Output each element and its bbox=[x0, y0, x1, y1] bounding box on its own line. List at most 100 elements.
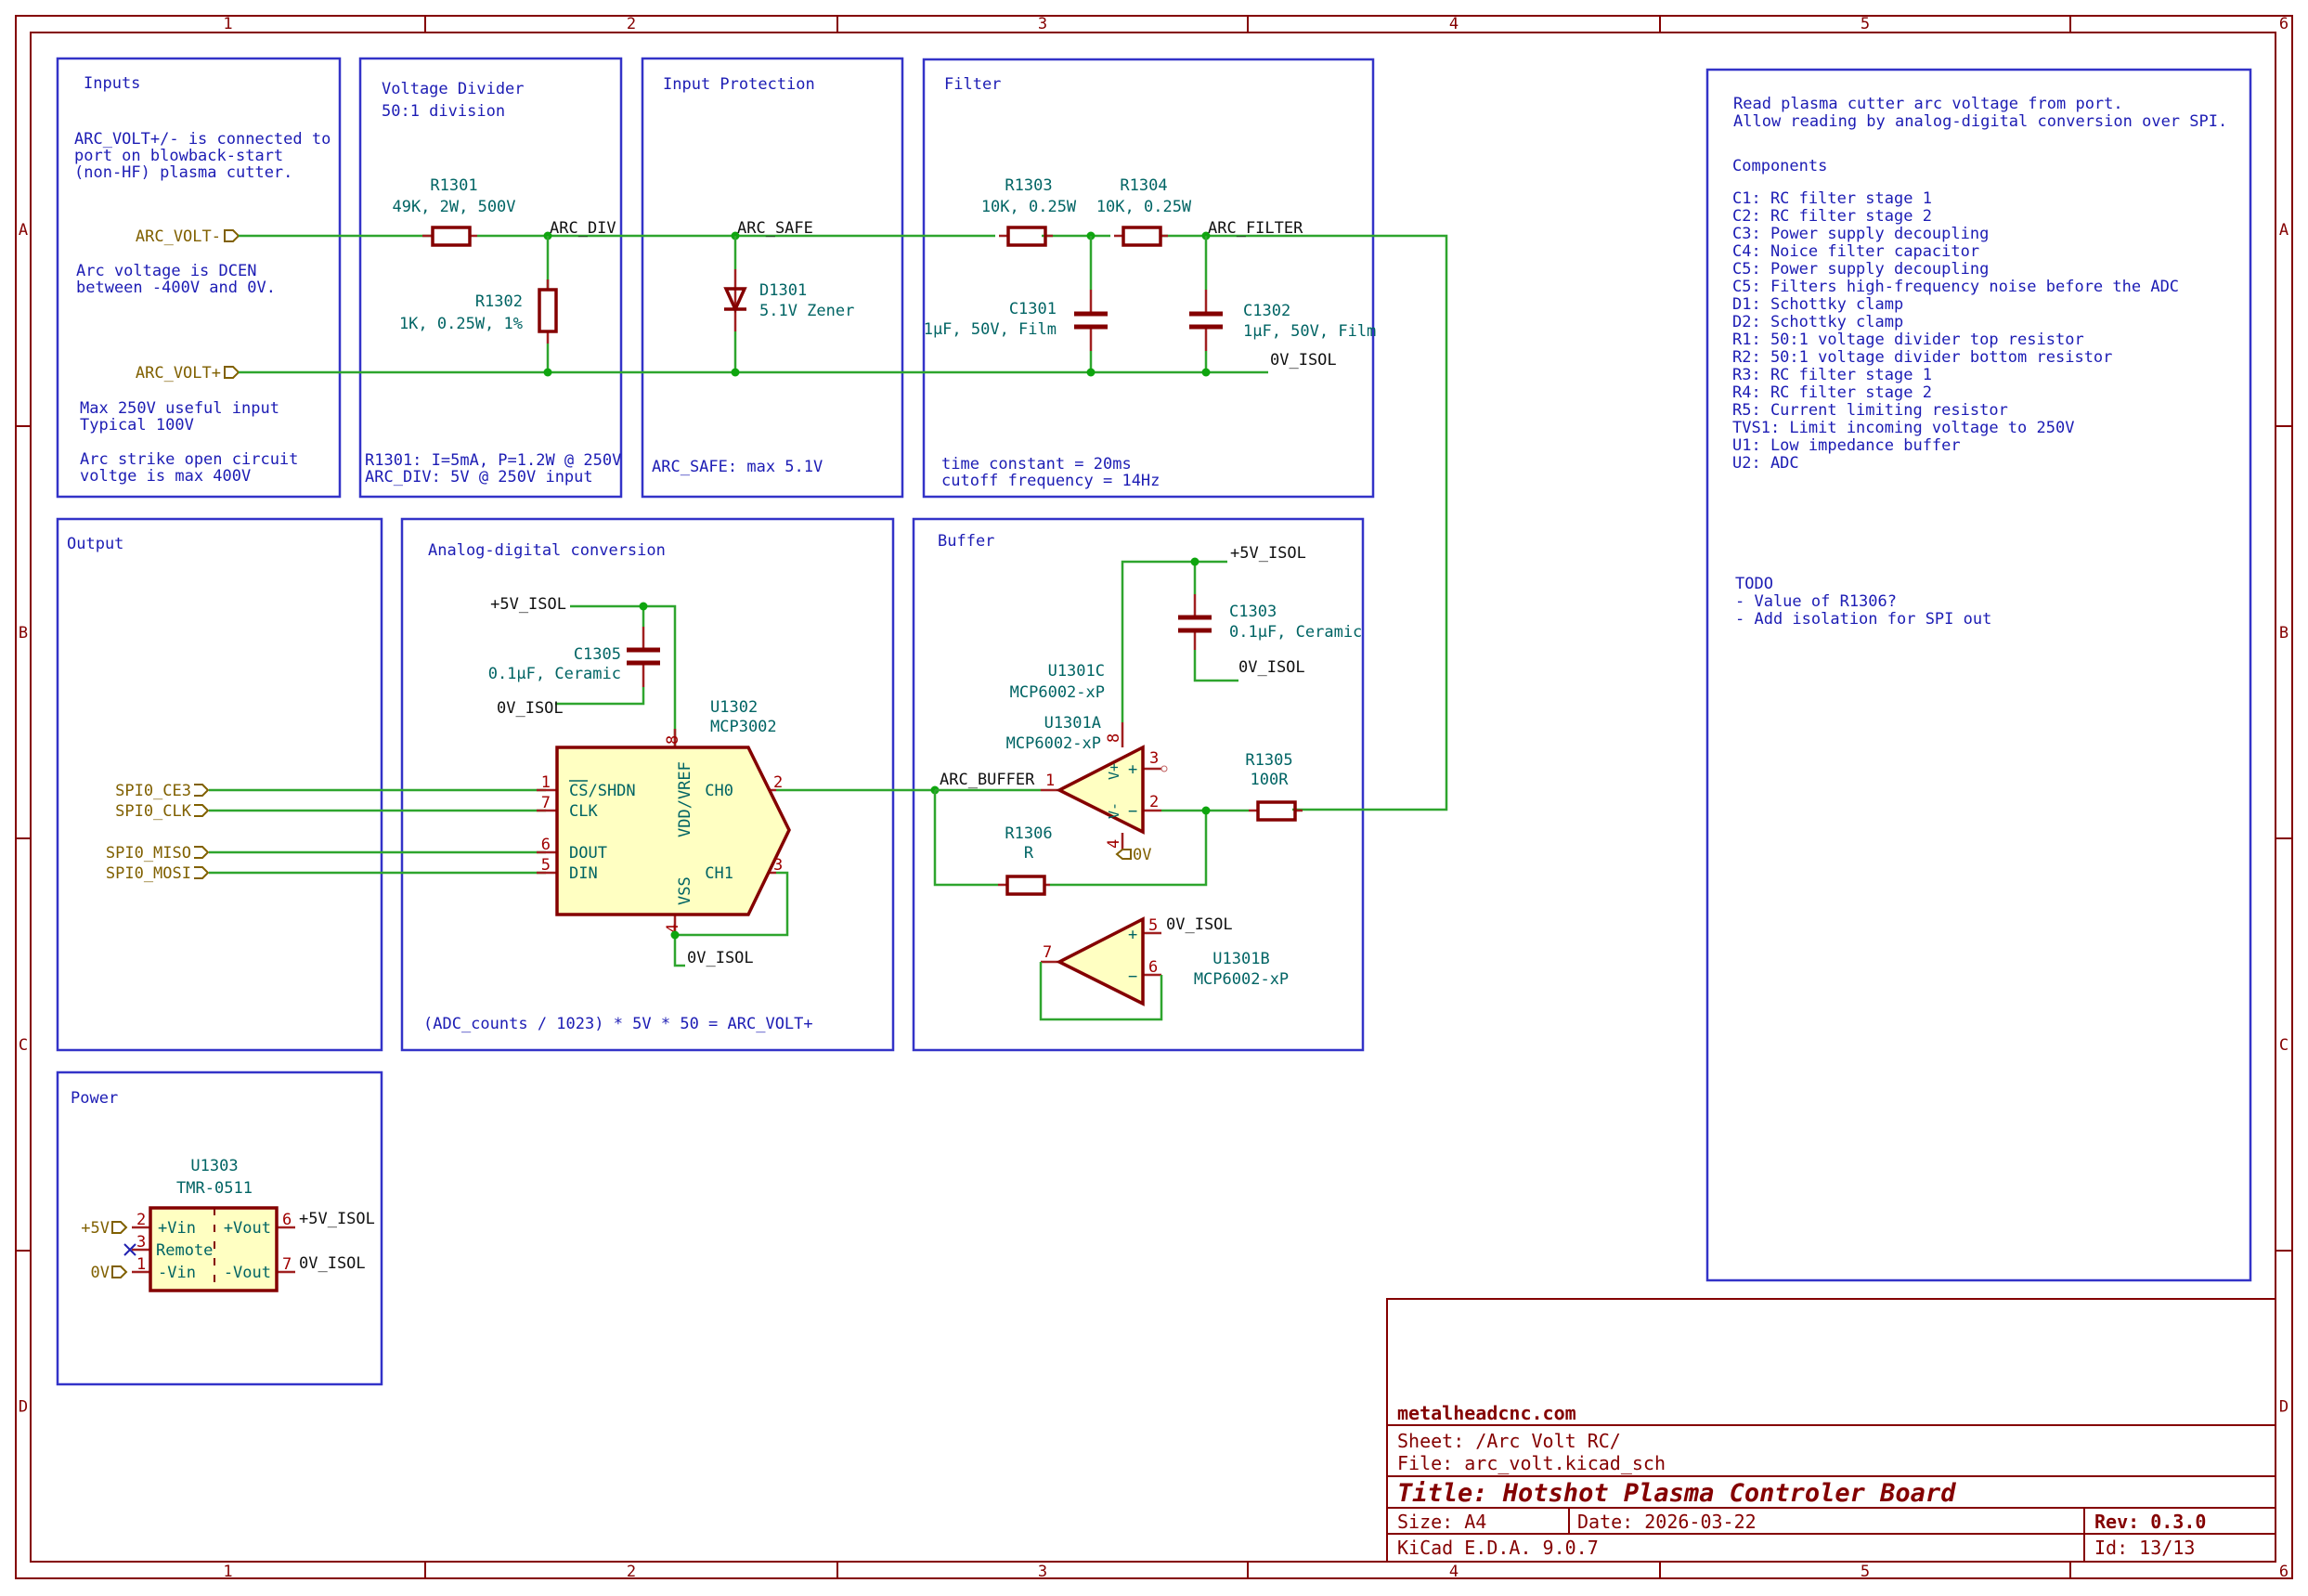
protection-box bbox=[641, 57, 904, 499]
net-label-0v-isol: 0V_ISOL bbox=[299, 1254, 366, 1273]
r1304-ref: R1304 bbox=[1120, 176, 1167, 195]
u1303-value: TMR-0511 bbox=[176, 1179, 253, 1198]
notes-intro-line: Read plasma cutter arc voltage from port… bbox=[1733, 95, 2123, 113]
r1301-value: 49K, 2W, 500V bbox=[392, 198, 515, 216]
capacitor-c1301[interactable] bbox=[1074, 290, 1108, 351]
output-title: Output bbox=[67, 535, 123, 553]
divider-note-line: ARC_DIV: 5V @ 250V input bbox=[365, 468, 593, 487]
inputs-note-line: Arc voltage is DCEN bbox=[76, 262, 256, 280]
inputs-note-line: Typical 100V bbox=[80, 416, 194, 435]
row-label-right: C bbox=[2279, 1036, 2289, 1055]
input-port-icon bbox=[111, 1221, 128, 1234]
junction-dot bbox=[731, 368, 740, 377]
inputs-note-line: ARC_VOLT+/- is connected to bbox=[74, 130, 331, 149]
notes-component-item: R5: Current limiting resistor bbox=[1732, 401, 2008, 420]
pin-number: 4 bbox=[1105, 839, 1123, 849]
resistor-r1304[interactable] bbox=[1114, 226, 1168, 247]
notes-component-item: D1: Schottky clamp bbox=[1732, 295, 1903, 314]
port-label-0v: 0V bbox=[1133, 846, 1151, 864]
row-label-right: D bbox=[2279, 1398, 2289, 1417]
notes-component-item: C5: Power supply decoupling bbox=[1732, 260, 1989, 279]
u1301a-value: MCP6002-xP bbox=[1006, 734, 1101, 753]
column-label-top: 3 bbox=[1038, 15, 1047, 33]
opamp-u1301b[interactable] bbox=[1041, 916, 1161, 1006]
divider-box bbox=[358, 57, 623, 499]
r1304-value: 10K, 0.25W bbox=[1096, 198, 1192, 216]
r1305-ref: R1305 bbox=[1245, 751, 1292, 770]
inputs-note-line: Max 250V useful input bbox=[80, 399, 279, 418]
resistor-r1306[interactable] bbox=[998, 875, 1050, 896]
column-label-top: 1 bbox=[223, 15, 232, 33]
pin-number: 6 bbox=[541, 836, 551, 854]
pin-number: 7 bbox=[541, 794, 551, 812]
pin-name-dout: DOUT bbox=[569, 844, 607, 863]
capacitor-c1305[interactable] bbox=[627, 627, 660, 687]
notes-component-item: U1: Low impedance buffer bbox=[1732, 436, 1961, 455]
row-label-left: D bbox=[19, 1398, 28, 1417]
notes-component-item: C2: RC filter stage 2 bbox=[1732, 207, 1932, 226]
sheet-path: Sheet: /Arc Volt RC/ bbox=[1397, 1430, 1621, 1452]
notes-todo-title: TODO bbox=[1735, 575, 1773, 593]
global-label-spi[interactable]: SPI0_CLK bbox=[115, 802, 192, 821]
filter-box bbox=[922, 58, 1375, 499]
u1302-value: MCP3002 bbox=[710, 718, 777, 736]
global-label-spi[interactable]: SPI0_CE3 bbox=[115, 782, 191, 800]
u1301a-ref: U1301A bbox=[1044, 714, 1101, 733]
resistor-r1305[interactable] bbox=[1249, 800, 1303, 822]
notes-intro-line: Allow reading by analog-digital conversi… bbox=[1733, 112, 2227, 131]
filter-title: Filter bbox=[944, 75, 1001, 94]
net-label-0v-isol: 0V_ISOL bbox=[1166, 915, 1233, 934]
notes-components-title: Components bbox=[1732, 157, 1827, 175]
global-label-5v[interactable]: +5V bbox=[81, 1219, 110, 1238]
sheet-date: Date: 2026-03-22 bbox=[1577, 1511, 1757, 1533]
revision: Rev: 0.3.0 bbox=[2094, 1511, 2206, 1533]
capacitor-c1302[interactable] bbox=[1189, 290, 1223, 351]
global-label-arc-volt-neg[interactable]: ARC_VOLT- bbox=[136, 227, 221, 246]
company-name: metalheadcnc.com bbox=[1397, 1402, 1576, 1424]
net-label-0v-isol: 0V_ISOL bbox=[1270, 351, 1337, 370]
file-name: File: arc_volt.kicad_sch bbox=[1397, 1452, 1666, 1474]
resistor-r1303[interactable] bbox=[999, 226, 1053, 247]
global-label-arc-volt-pos[interactable]: ARC_VOLT+ bbox=[136, 364, 221, 383]
notes-component-item: TVS1: Limit incoming voltage to 250V bbox=[1732, 419, 2074, 437]
inputs-note-line: between -400V and 0V. bbox=[76, 279, 276, 297]
divider-note-line: R1301: I=5mA, P=1.2W @ 250V bbox=[365, 451, 621, 470]
resistor-r1302[interactable] bbox=[538, 279, 558, 344]
capacitor-c1303[interactable] bbox=[1178, 594, 1212, 650]
pin-name: -Vout bbox=[224, 1264, 271, 1282]
adc-chip-u1302[interactable] bbox=[537, 729, 791, 933]
net-label-arc-div: ARC_DIV bbox=[550, 219, 616, 238]
junction-dot bbox=[639, 602, 648, 611]
global-label-0v[interactable]: 0V bbox=[91, 1264, 110, 1282]
pin-name-vss: VSS bbox=[676, 876, 694, 905]
net-label-0v-isol: 0V_ISOL bbox=[687, 949, 754, 967]
pin-number: 7 bbox=[282, 1255, 292, 1274]
notes-component-item: R1: 50:1 voltage divider top resistor bbox=[1732, 331, 2084, 349]
wire bbox=[209, 788, 546, 875]
notes-todo-item: - Add isolation for SPI out bbox=[1735, 610, 1991, 629]
notes-component-item: R4: RC filter stage 2 bbox=[1732, 383, 1932, 402]
zener-diode-d1301[interactable] bbox=[723, 269, 747, 331]
net-label-arc-buffer: ARC_BUFFER bbox=[940, 771, 1035, 789]
notes-component-item: U2: ADC bbox=[1732, 454, 1799, 473]
global-label-spi[interactable]: SPI0_MISO bbox=[106, 844, 191, 863]
pin-number: 8 bbox=[1105, 733, 1123, 743]
input-port-icon bbox=[224, 229, 240, 242]
protection-title: Input Protection bbox=[663, 75, 815, 94]
opamp-u1301a[interactable] bbox=[1041, 722, 1161, 850]
adc-formula: (ADC_counts / 1023) * 5V * 50 = ARC_VOLT… bbox=[423, 1015, 813, 1033]
divider-subtitle: 50:1 division bbox=[382, 102, 505, 121]
output-port-icon bbox=[194, 784, 210, 797]
filter-note-line: time constant = 20ms bbox=[941, 455, 1132, 474]
r1302-ref: R1302 bbox=[475, 292, 523, 311]
global-label-spi[interactable]: SPI0_MOSI bbox=[106, 864, 191, 883]
resistor-r1301[interactable] bbox=[422, 226, 477, 247]
wire bbox=[1039, 962, 1163, 1021]
column-label-top: 5 bbox=[1861, 15, 1870, 33]
column-label-bottom: 2 bbox=[627, 1563, 636, 1581]
dcdc-converter-u1303[interactable] bbox=[132, 1206, 295, 1292]
notes-component-item: D2: Schottky clamp bbox=[1732, 313, 1903, 331]
pin-number: 2 bbox=[773, 773, 783, 792]
pin-number: 2 bbox=[136, 1211, 146, 1229]
